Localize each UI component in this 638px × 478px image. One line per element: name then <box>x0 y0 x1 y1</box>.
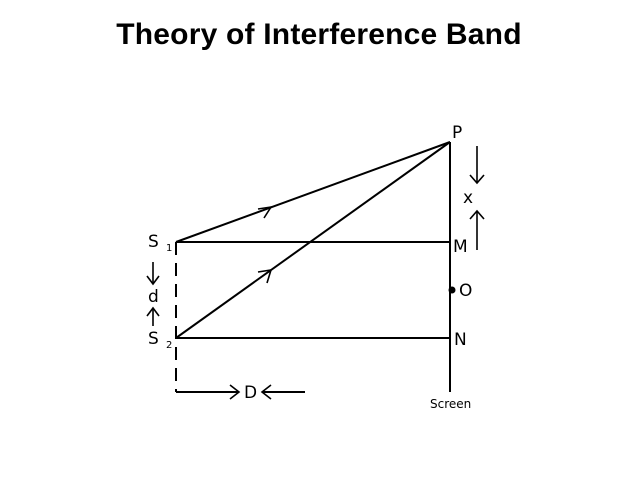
label-screen: Screen <box>430 397 471 411</box>
label-m: M <box>453 237 468 257</box>
ray-s2-arrowhead <box>257 269 273 284</box>
x-up-head <box>469 209 485 220</box>
label-s1: S <box>148 232 159 252</box>
label-d-separation: d <box>148 287 159 307</box>
label-x: x <box>463 188 473 208</box>
ray-s1-to-p <box>175 141 451 243</box>
label-n: N <box>454 330 467 350</box>
label-p: P <box>452 123 462 143</box>
label-s2: S <box>148 329 159 349</box>
point-o-dot <box>448 286 456 294</box>
d-distance-right-arrowhead <box>229 384 241 400</box>
ray-s1-arrowhead <box>257 205 273 219</box>
label-o: O <box>459 281 472 301</box>
label-s2-subscript: 2 <box>166 340 172 351</box>
x-down-head <box>469 174 485 185</box>
slide-title: Theory of Interference Band <box>116 18 522 51</box>
ray-s2-to-p <box>175 141 451 339</box>
label-s1-subscript: 1 <box>166 243 172 254</box>
label-d-distance: D <box>244 383 257 403</box>
d-sep-up-head <box>146 306 160 317</box>
d-sep-down-head <box>146 275 160 286</box>
d-distance-left-arrowhead <box>260 384 272 400</box>
